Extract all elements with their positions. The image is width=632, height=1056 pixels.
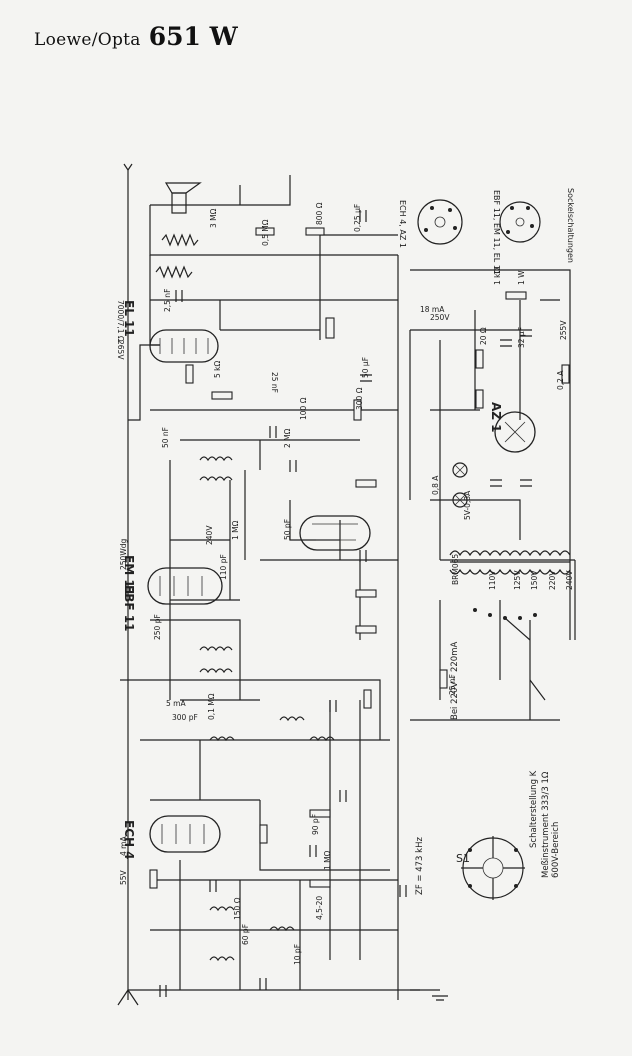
switch-position-title: Schalterstellung K bbox=[529, 770, 539, 848]
meter-note: Meßinstrument 333/3 1Ω bbox=[541, 771, 551, 878]
component-value-31: 4 mA bbox=[119, 836, 128, 856]
label-ech4: ECH 4 bbox=[122, 820, 136, 860]
tube-ech4 bbox=[149, 815, 221, 853]
component-value-17: 50 µF bbox=[361, 357, 370, 378]
schematic-title: Loewe/Opta 651 W bbox=[34, 22, 238, 51]
main-wiring bbox=[120, 163, 576, 1001]
socket-label-middle: EBF 11, EM 11, EL 11 bbox=[492, 190, 501, 275]
component-value-18: 300 Ω bbox=[355, 387, 364, 410]
antenna-icon bbox=[117, 988, 139, 1006]
tube-el11 bbox=[149, 329, 219, 363]
component-value-26: 250 pF bbox=[153, 614, 162, 640]
socket-label-right: Sockelschaltungen bbox=[566, 188, 575, 263]
pilot-lamps bbox=[452, 462, 468, 508]
switch-s1-label: S1 bbox=[456, 852, 470, 865]
loudspeaker-icon bbox=[164, 182, 202, 214]
component-value-24: 1 MΩ bbox=[231, 520, 240, 540]
label-em11: EM 11 bbox=[122, 555, 136, 596]
component-value-29: 300 pF bbox=[172, 713, 198, 722]
component-value-41: 5V-0,3A bbox=[463, 490, 472, 520]
label-el11: EL 11 bbox=[122, 300, 136, 337]
component-value-22: 250Wdg bbox=[119, 539, 128, 570]
socket-diagrams bbox=[417, 199, 541, 245]
if-frequency-note: ZF = 473 kHz bbox=[415, 837, 425, 895]
resistors bbox=[149, 227, 570, 889]
component-value-21: 50 nF bbox=[161, 427, 170, 448]
label-az1: AZ 1 bbox=[489, 402, 503, 433]
component-value-36: 10 pF bbox=[293, 944, 302, 965]
coils bbox=[199, 456, 571, 962]
component-value-8: 5 kΩ bbox=[213, 361, 222, 378]
component-value-1: 265V bbox=[116, 340, 125, 360]
component-value-19: 100 Ω bbox=[299, 397, 308, 420]
component-value-30: 5 mA bbox=[166, 699, 186, 708]
voltage-selector bbox=[473, 608, 546, 701]
component-value-23: 240V bbox=[205, 525, 214, 545]
range-note: 600V-Bereich bbox=[551, 822, 561, 878]
component-value-0: 7000/7,1 Ω bbox=[116, 300, 125, 342]
model-label: 651 W bbox=[148, 22, 238, 51]
socket-label-group: ECH 4, AZ 1 EBF 11, EM 11, EL 11 Sockels… bbox=[398, 188, 575, 275]
label-ebf11: EBF 11 bbox=[122, 585, 136, 631]
tube-em11 bbox=[299, 515, 371, 551]
component-value-10: 1 W bbox=[517, 270, 526, 285]
component-value-32: 55V bbox=[119, 869, 128, 885]
socket-label-left: ECH 4, AZ 1 bbox=[398, 200, 407, 248]
component-value-6: 0,25 µF bbox=[353, 204, 362, 232]
component-value-47: 240V bbox=[565, 570, 574, 590]
component-value-37: 90 pF bbox=[311, 814, 320, 835]
component-value-16: 0,2 A bbox=[556, 370, 565, 390]
component-value-38: 1 MΩ bbox=[323, 850, 332, 870]
component-value-25: 110 pF bbox=[219, 554, 228, 580]
component-value-43: 110V bbox=[488, 570, 497, 590]
component-value-5: 800 Ω bbox=[315, 202, 324, 225]
component-value-7: 25 nF bbox=[270, 372, 279, 393]
tube-az1 bbox=[494, 411, 536, 453]
component-value-34: 60 pF bbox=[241, 924, 250, 945]
component-value-33: 150 Ω bbox=[233, 897, 242, 920]
notes: ZF = 473 kHz Bei 220V~ 220mA Schalterste… bbox=[415, 642, 561, 895]
component-value-9: 1 kΩ bbox=[493, 268, 502, 285]
component-value-4: 0,5 MΩ bbox=[261, 219, 270, 246]
capacitors bbox=[159, 210, 532, 997]
component-value-12: 18 mA bbox=[420, 305, 445, 314]
tube-labels: EL 11 EM 11 EBF 11 ECH 4 AZ 1 bbox=[122, 300, 503, 860]
component-value-45: 150V bbox=[530, 570, 539, 590]
component-value-3: 3 MΩ bbox=[209, 208, 218, 228]
component-value-15: 255V bbox=[559, 320, 568, 340]
component-value-46: 220V bbox=[548, 570, 557, 590]
component-value-28: 0,1 MΩ bbox=[207, 693, 216, 720]
component-value-42: BRM065 bbox=[451, 554, 460, 585]
tube-ebf11 bbox=[147, 567, 223, 605]
component-value-35: 4,5-20 bbox=[315, 896, 324, 920]
component-value-14: 32 µF bbox=[517, 327, 526, 348]
component-value-27: 50 pF bbox=[283, 519, 292, 540]
component-value-44: 125V bbox=[513, 570, 522, 590]
brand-label: Loewe/Opta bbox=[34, 30, 141, 50]
component-value-40: 0,8 A bbox=[431, 475, 440, 495]
component-value-11: 250V bbox=[430, 313, 450, 322]
mains-current-note: Bei 220V~ 220mA bbox=[450, 642, 460, 720]
component-value-2: 2,5 nF bbox=[163, 289, 172, 312]
band-switch-s1 bbox=[461, 836, 525, 900]
component-value-13: 20 Ω bbox=[479, 327, 488, 345]
component-value-20: 2 MΩ bbox=[283, 428, 292, 448]
component-value-39: 25 nF bbox=[448, 674, 457, 695]
